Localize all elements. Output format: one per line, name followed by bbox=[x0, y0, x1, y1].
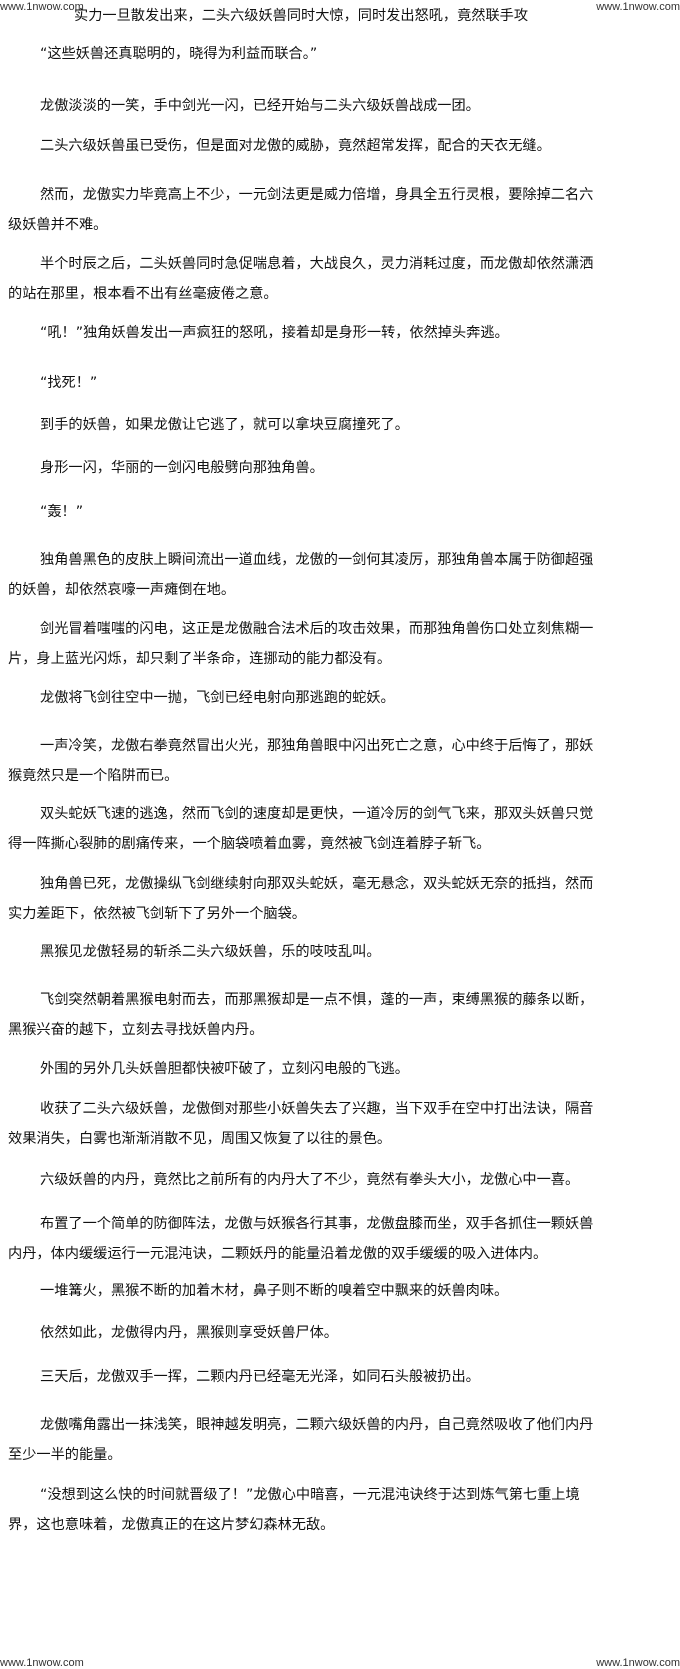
paragraph-line: 得一阵撕心裂肺的剧痛传来，一个脑袋喷着血雾，竟然被飞剑连着脖子斩飞。 bbox=[8, 836, 491, 852]
paragraph: 外围的另外几头妖兽胆都快被吓破了，立刻闪电般的飞逃。 bbox=[0, 1054, 640, 1084]
paragraph-line: 三天后，龙傲双手一挥，二颗内丹已经毫无光泽，如同石头般被扔出。 bbox=[40, 1369, 480, 1385]
paragraph: “吼！”独角妖兽发出一声疯狂的怒吼，接着却是身形一转，依然掉头奔逃。 bbox=[0, 318, 640, 348]
paragraph-line: 黑猴兴奋的越下，立刻去寻找妖兽内丹。 bbox=[8, 1022, 264, 1038]
paragraph-line: 剑光冒着嗤嗤的闪电，这正是龙傲融合法术后的攻击效果，而那独角兽伤口处立刻焦糊一 bbox=[40, 621, 594, 637]
watermark-top-left: www.1nwow.com bbox=[0, 1, 84, 13]
paragraph-line: 六级妖兽的内丹，竟然比之前所有的内丹大了不少，竟然有拳头大小，龙傲心中一喜。 bbox=[40, 1172, 580, 1188]
paragraph-line: 片，身上蓝光闪烁，却只剩了半条命，连挪动的能力都没有。 bbox=[8, 651, 392, 667]
paragraph-line: 到手的妖兽，如果龙傲让它逃了，就可以拿块豆腐撞死了。 bbox=[40, 417, 409, 433]
paragraph: 一堆篝火，黑猴不断的加着木材，鼻子则不断的嗅着空中飘来的妖兽肉味。 bbox=[0, 1276, 640, 1306]
paragraph-line: 独角兽已死，龙傲操纵飞剑继续射向那双头蛇妖，毫无悬念，双头蛇妖无奈的抵挡，然而 bbox=[40, 876, 594, 892]
paragraph-line: “找死！” bbox=[40, 375, 98, 391]
paragraph: 收获了二头六级妖兽，龙傲倒对那些小妖兽失去了兴趣，当下双手在空中打出法诀，隔音效… bbox=[0, 1094, 640, 1154]
paragraph: 实力一旦散发出来，二头六级妖兽同时大惊，同时发出怒吼，竟然联手攻 bbox=[0, 1, 640, 31]
watermark-bottom-left: www.1nwow.com bbox=[0, 1657, 84, 1669]
paragraph-line: 龙傲淡淡的一笑，手中剑光一闪，已经开始与二头六级妖兽战成一团。 bbox=[40, 98, 480, 114]
paragraph-line: 至少一半的能量。 bbox=[8, 1447, 122, 1463]
paragraph: 然而，龙傲实力毕竟高上不少，一元剑法更是威力倍增，身具全五行灵根，要除掉二名六级… bbox=[0, 180, 640, 240]
paragraph: 到手的妖兽，如果龙傲让它逃了，就可以拿块豆腐撞死了。 bbox=[0, 410, 640, 440]
paragraph: 飞剑突然朝着黑猴电射而去，而那黑猴却是一点不惧，蓬的一声，束缚黑猴的藤条以断， 黑… bbox=[0, 985, 640, 1045]
paragraph: “轰！” bbox=[0, 497, 640, 527]
paragraph-line: 猴竟然只是一个陷阱而已。 bbox=[8, 768, 179, 784]
paragraph-line: “没想到这么快的时间就晋级了！”龙傲心中暗喜，一元混沌诀终于达到炼气第七重上境 bbox=[40, 1487, 580, 1503]
watermark-bottom-right: www.1nwow.com bbox=[596, 1657, 680, 1669]
paragraph: 一声冷笑，龙傲右拳竟然冒出火光，那独角兽眼中闪出死亡之意，心中终于后悔了，那妖猴… bbox=[0, 731, 640, 791]
paragraph-line: 布置了一个简单的防御阵法，龙傲与妖猴各行其事，龙傲盘膝而坐，双手各抓住一颗妖兽 bbox=[40, 1216, 594, 1232]
paragraph-line: 一堆篝火，黑猴不断的加着木材，鼻子则不断的嗅着空中飘来的妖兽肉味。 bbox=[40, 1283, 509, 1299]
paragraph-line: 级妖兽并不难。 bbox=[8, 217, 108, 233]
paragraph-line: 龙傲嘴角露出一抹浅笑，眼神越发明亮，二颗六级妖兽的内丹，自己竟然吸收了他们内丹 bbox=[40, 1417, 594, 1433]
paragraph: 龙傲淡淡的一笑，手中剑光一闪，已经开始与二头六级妖兽战成一团。 bbox=[0, 91, 640, 121]
paragraph: 龙傲将飞剑往空中一抛，飞剑已经电射向那逃跑的蛇妖。 bbox=[0, 683, 640, 713]
paragraph-line: 一声冷笑，龙傲右拳竟然冒出火光，那独角兽眼中闪出死亡之意，心中终于后悔了，那妖 bbox=[40, 738, 594, 754]
paragraph-line: 飞剑突然朝着黑猴电射而去，而那黑猴却是一点不惧，蓬的一声，束缚黑猴的藤条以断， bbox=[40, 992, 594, 1008]
paragraph-line: 外围的另外几头妖兽胆都快被吓破了，立刻闪电般的飞逃。 bbox=[40, 1061, 409, 1077]
watermark-top-right: www.1nwow.com bbox=[596, 1, 680, 13]
paragraph: 六级妖兽的内丹，竟然比之前所有的内丹大了不少，竟然有拳头大小，龙傲心中一喜。 bbox=[0, 1165, 640, 1195]
paragraph-line: 的妖兽，却依然哀嚎一声瘫倒在地。 bbox=[8, 582, 236, 598]
paragraph-line: 的站在那里，根本看不出有丝毫疲倦之意。 bbox=[8, 286, 278, 302]
paragraph: “找死！” bbox=[0, 368, 640, 398]
paragraph: “这些妖兽还真聪明的，晓得为利益而联合。” bbox=[0, 39, 640, 69]
paragraph-line: 独角兽黑色的皮肤上瞬间流出一道血线，龙傲的一剑何其凌厉，那独角兽本属于防御超强 bbox=[40, 552, 594, 568]
paragraph: 二头六级妖兽虽已受伤，但是面对龙傲的威胁，竟然超常发挥，配合的天衣无缝。 bbox=[0, 131, 640, 161]
paragraph-line: 收获了二头六级妖兽，龙傲倒对那些小妖兽失去了兴趣，当下双手在空中打出法诀，隔音 bbox=[40, 1101, 594, 1117]
paragraph-line: “轰！” bbox=[40, 504, 84, 520]
paragraph-line: 实力一旦散发出来，二头六级妖兽同时大惊，同时发出怒吼，竟然联手攻 bbox=[74, 8, 529, 24]
paragraph: 依然如此，龙傲得内丹，黑猴则享受妖兽尸体。 bbox=[0, 1318, 640, 1348]
paragraph: 独角兽已死，龙傲操纵飞剑继续射向那双头蛇妖，毫无悬念，双头蛇妖无奈的抵挡，然而实… bbox=[0, 869, 640, 929]
paragraph-line: 龙傲将飞剑往空中一抛，飞剑已经电射向那逃跑的蛇妖。 bbox=[40, 690, 395, 706]
paragraph-line: 二头六级妖兽虽已受伤，但是面对龙傲的威胁，竟然超常发挥，配合的天衣无缝。 bbox=[40, 138, 551, 154]
paragraph: 黑猴见龙傲轻易的斩杀二头六级妖兽，乐的吱吱乱叫。 bbox=[0, 937, 640, 967]
paragraph: 三天后，龙傲双手一挥，二颗内丹已经毫无光泽，如同石头般被扔出。 bbox=[0, 1362, 640, 1392]
paragraph: 半个时辰之后，二头妖兽同时急促喘息着，大战良久，灵力消耗过度，而龙傲却依然潇洒的… bbox=[0, 249, 640, 309]
paragraph-line: 半个时辰之后，二头妖兽同时急促喘息着，大战良久，灵力消耗过度，而龙傲却依然潇洒 bbox=[40, 256, 594, 272]
paragraph-line: 然而，龙傲实力毕竟高上不少，一元剑法更是威力倍增，身具全五行灵根，要除掉二名六 bbox=[40, 187, 594, 203]
paragraph-line: 实力差距下，依然被飞剑斩下了另外一个脑袋。 bbox=[8, 906, 306, 922]
paragraph-line: 效果消失，白雾也渐渐消散不见，周围又恢复了以往的景色。 bbox=[8, 1131, 392, 1147]
paragraph: 龙傲嘴角露出一抹浅笑，眼神越发明亮，二颗六级妖兽的内丹，自己竟然吸收了他们内丹至… bbox=[0, 1410, 640, 1470]
paragraph-line: 界，这也意味着，龙傲真正的在这片梦幻森林无敌。 bbox=[8, 1517, 335, 1533]
paragraph: 布置了一个简单的防御阵法，龙傲与妖猴各行其事，龙傲盘膝而坐，双手各抓住一颗妖兽内… bbox=[0, 1209, 640, 1269]
paragraph-line: 内丹，体内缓缓运行一元混沌诀，二颗妖丹的能量沿着龙傲的双手缓缓的吸入进体内。 bbox=[8, 1246, 548, 1262]
paragraph: 身形一闪，华丽的一剑闪电般劈向那独角兽。 bbox=[0, 453, 640, 483]
paragraph: “没想到这么快的时间就晋级了！”龙傲心中暗喜，一元混沌诀终于达到炼气第七重上境界… bbox=[0, 1480, 640, 1540]
paragraph-line: 身形一闪，华丽的一剑闪电般劈向那独角兽。 bbox=[40, 460, 324, 476]
paragraph: 独角兽黑色的皮肤上瞬间流出一道血线，龙傲的一剑何其凌厉，那独角兽本属于防御超强的… bbox=[0, 545, 640, 605]
paragraph-line: 依然如此，龙傲得内丹，黑猴则享受妖兽尸体。 bbox=[40, 1325, 338, 1341]
paragraph: 双头蛇妖飞速的逃逸，然而飞剑的速度却是更快，一道冷厉的剑气飞来，那双头妖兽只觉得… bbox=[0, 799, 640, 859]
paragraph-line: 黑猴见龙傲轻易的斩杀二头六级妖兽，乐的吱吱乱叫。 bbox=[40, 944, 381, 960]
paragraph-line: 双头蛇妖飞速的逃逸，然而飞剑的速度却是更快，一道冷厉的剑气飞来，那双头妖兽只觉 bbox=[40, 806, 594, 822]
paragraph: 剑光冒着嗤嗤的闪电，这正是龙傲融合法术后的攻击效果，而那独角兽伤口处立刻焦糊一片… bbox=[0, 614, 640, 674]
paragraph-line: “这些妖兽还真聪明的，晓得为利益而联合。” bbox=[40, 46, 318, 62]
paragraph-line: “吼！”独角妖兽发出一声疯狂的怒吼，接着却是身形一转，依然掉头奔逃。 bbox=[40, 325, 509, 341]
